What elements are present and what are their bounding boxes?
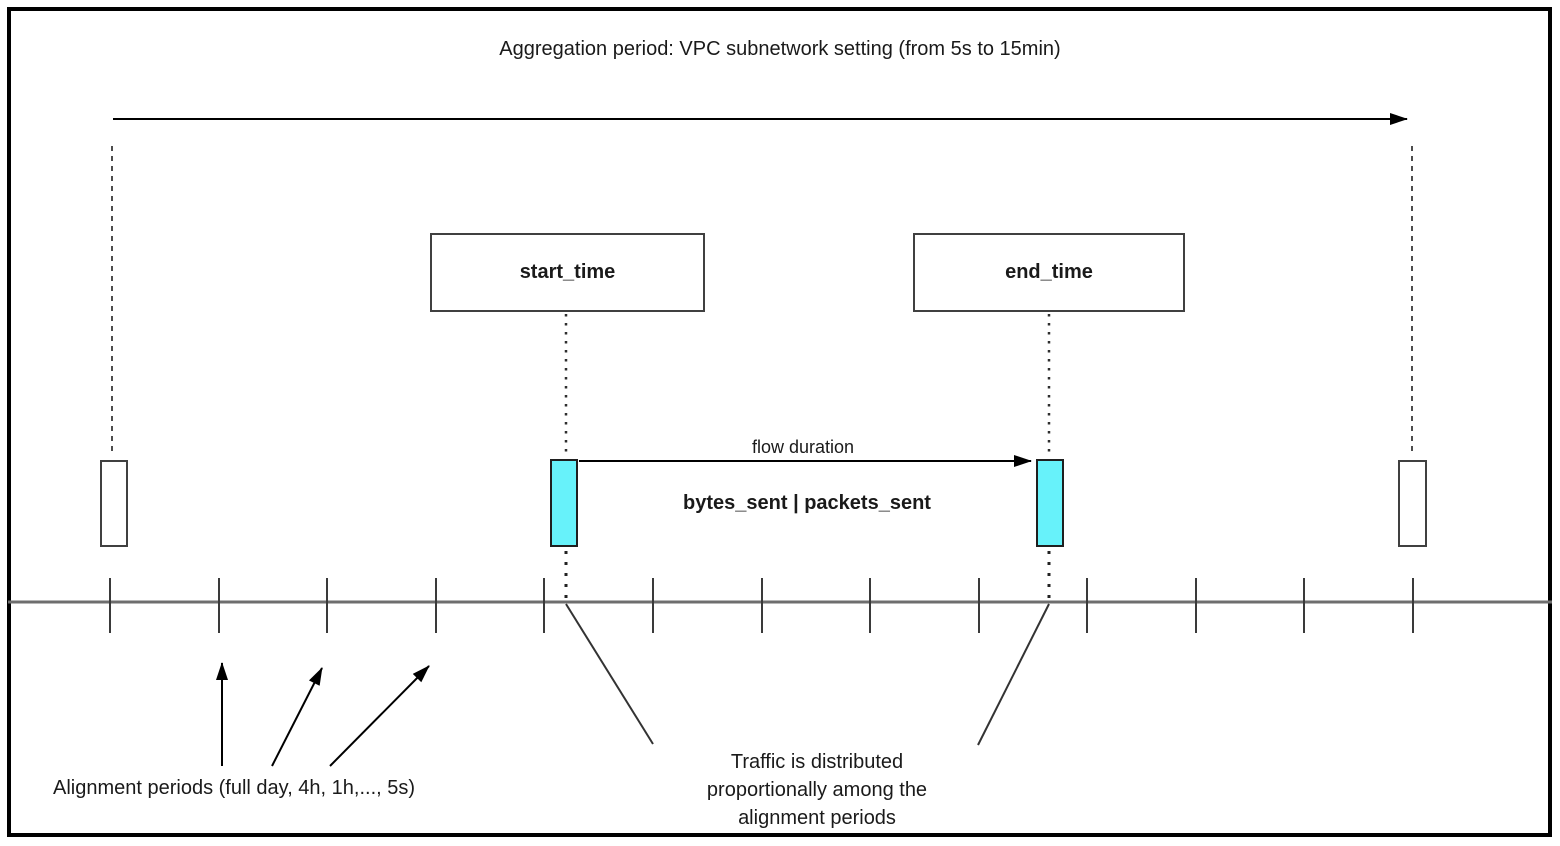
timeline-ticks (109, 578, 1414, 633)
traffic-note-line-2: proportionally among the (706, 779, 928, 801)
start-time-box: start_time (430, 233, 705, 312)
traffic-callout-line-right (977, 603, 1050, 746)
traffic-note-line-1: Traffic is distributed (730, 751, 904, 773)
flow-duration-label: flow duration (751, 437, 855, 457)
alignment-arrow-3 (329, 665, 430, 767)
alignment-periods-label: Alignment periods (full day, 4h, 1h,...,… (53, 777, 416, 799)
diagram-border (7, 7, 1552, 837)
flow-end-bar (1036, 459, 1064, 547)
boundary-period-marker-left (100, 460, 128, 547)
end-time-box: end_time (913, 233, 1185, 312)
end-time-label: end_time (1005, 261, 1093, 283)
start-time-label: start_time (519, 261, 616, 283)
traffic-callout-line-left (565, 603, 654, 745)
traffic-note-line-3: alignment periods (738, 807, 896, 829)
traffic-note: Traffic is distributed proportionally am… (682, 748, 952, 832)
flow-start-bar (550, 459, 578, 547)
boundary-period-marker-right (1398, 460, 1427, 547)
alignment-arrow-2 (271, 667, 323, 767)
flow-metrics-label: bytes_sent | packets_sent (683, 492, 931, 514)
diagram-title: Aggregation period: VPC subnetwork setti… (499, 38, 1061, 60)
